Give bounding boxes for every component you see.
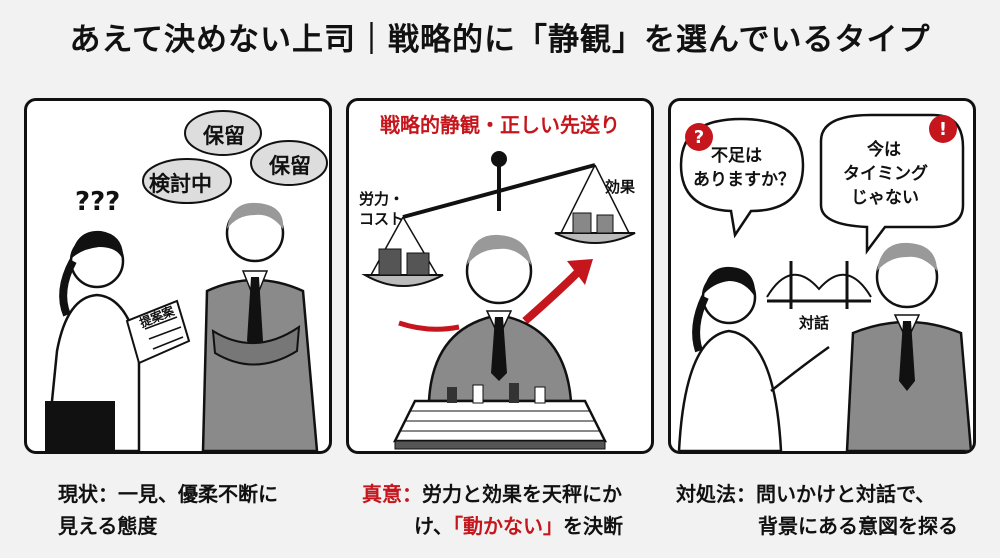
bubble-shape-2 [142, 158, 232, 204]
question-marks: ??? [75, 187, 121, 217]
red-stroke [398, 320, 460, 332]
bridge-icon [766, 261, 872, 309]
balance-scale [361, 151, 636, 287]
left-pan-label-1: 労力・ [359, 190, 405, 208]
employee-woman-figure [677, 266, 830, 451]
panel-how-to-handle: ? ! 不足は ありますか？ 今は タイミング じ [668, 98, 976, 454]
caption2-label: 真意： [362, 482, 422, 506]
caption2-line1: 労力と効果を天秤にか [422, 482, 622, 506]
boss-figure [427, 234, 573, 403]
caption2-line2c: を決断 [563, 514, 623, 538]
left-pan-label-2: コスト [359, 210, 405, 228]
right-pan-label: 効果 [605, 178, 636, 196]
right-bubble-line1: 今は [867, 140, 901, 160]
right-bubble-line2: タイミング [843, 164, 928, 184]
left-bubble-line2: ありますか？ [693, 170, 795, 190]
bubble-shape-1 [184, 110, 262, 156]
panel3-illustration: ? ! [677, 113, 973, 451]
red-arrow-head [567, 259, 593, 285]
caption-how-to-handle: 対処法：問いかけと対話で、 背景にある意図を探る [676, 478, 958, 542]
panel-true-intent: 戦略的静観・正しい先送り 労力・ コスト 効果 [346, 98, 654, 454]
panel2-illustration [361, 151, 636, 450]
svg-text:!: ! [939, 119, 947, 140]
panel1-illustration [45, 110, 328, 451]
page-title: あえて決めない上司｜戦略的に「静観」を選んでいるタイプ [69, 22, 931, 58]
caption2-line2a: け、 [414, 514, 453, 538]
caption3-line2: 背景にある意図を探る [758, 514, 958, 538]
svg-text:?: ? [694, 127, 704, 148]
caption-current-state: 現状：一見、優柔不断に 見える態度 [58, 478, 278, 542]
right-bubble-shape [819, 113, 965, 255]
caption3-label: 対処法： [676, 482, 756, 506]
bubble-considering: 検討中 [149, 172, 212, 196]
bubble-hold-2: 保留 [269, 154, 311, 178]
caption1-line2: 見える態度 [58, 514, 158, 538]
boss-man-figure [845, 242, 973, 451]
red-arrow [522, 270, 580, 324]
caption1-line1: 一見、優柔不断に [118, 482, 278, 506]
question-badge [685, 123, 713, 151]
bridge-label: 対話 [799, 314, 830, 332]
panel2-heading: 戦略的静観・正しい先送り [380, 113, 620, 137]
left-bubble-line1: 不足は [711, 146, 762, 166]
boss-man-figure [201, 202, 319, 451]
left-bubble-shape [679, 117, 805, 239]
panel-current-state: 保留 検討中 保留 ??? 提案案 [24, 98, 332, 454]
bubble-hold-1: 保留 [203, 124, 245, 148]
employee-woman-figure [45, 230, 191, 451]
bubble-shape-3 [250, 140, 328, 186]
caption1-label: 現状： [58, 482, 118, 506]
exclamation-badge [929, 115, 957, 143]
chess-board [392, 383, 608, 450]
caption2-line2b: 「動かない」 [453, 514, 563, 538]
caption3-line1: 問いかけと対話で、 [756, 482, 936, 506]
caption-true-intent: 真意：労力と効果を天秤にか け、「動かない」を決断 [362, 478, 623, 542]
right-bubble-line3: じゃない [851, 188, 919, 208]
